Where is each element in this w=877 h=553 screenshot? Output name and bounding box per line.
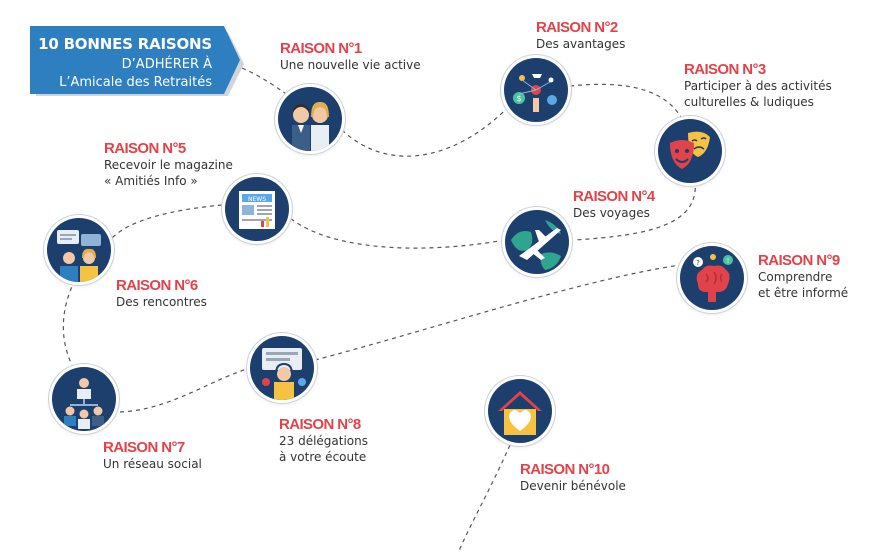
raison-7-label: RAISON N°7 Un réseau social	[103, 439, 202, 472]
raison-1-desc: Une nouvelle vie active	[280, 58, 421, 72]
raison-3-desc-line1: Participer à des activités	[684, 79, 832, 93]
raison-6-title: RAISON N°6	[116, 277, 198, 294]
raison-4-label: RAISON N°4 Des voyages	[573, 188, 655, 221]
svg-text:$: $	[516, 94, 521, 103]
banner-organization: L’Amicale des Retraités	[59, 75, 212, 90]
svg-text:NEWS: NEWS	[248, 196, 266, 203]
raison-1-label: RAISON N°1 Une nouvelle vie active	[280, 40, 421, 73]
raison-3-label: RAISON N°3 Participer à des activités cu…	[684, 61, 832, 110]
raison-7-desc: Un réseau social	[103, 457, 202, 471]
heart-house-icon	[488, 379, 552, 443]
brain-icon: ? !	[680, 246, 744, 310]
raison-7-title: RAISON N°7	[103, 439, 185, 456]
theater-masks-icon	[658, 119, 722, 183]
raison-10-title: RAISON N°10	[520, 461, 610, 478]
raison-10-desc: Devenir bénévole	[520, 479, 626, 493]
raison-2-desc: Des avantages	[536, 37, 626, 51]
raison-5-label: RAISON N°5 Recevoir le magazine « Amitié…	[104, 140, 233, 189]
raison-3-desc-line2: culturelles & ludiques	[684, 95, 814, 109]
people-icon	[278, 87, 342, 151]
banner-title: 10 BONNES RAISONS	[38, 35, 212, 53]
newspaper-icon: NEWS	[225, 177, 289, 241]
network-icon	[52, 367, 116, 431]
raison-9-desc-line2: et être informé	[758, 286, 849, 300]
raison-8-desc-line2: à votre écoute	[279, 450, 367, 464]
raison-9-title: RAISON N°9	[758, 252, 840, 269]
airplane-globe-icon	[505, 210, 569, 274]
banner-subtitle: D’ADHÉRER À	[121, 57, 212, 72]
title-banner: 10 BONNES RAISONS D’ADHÉRER À L’Amicale …	[30, 26, 244, 102]
raison-6-label: RAISON N°6 Des rencontres	[116, 277, 207, 310]
svg-text:!: !	[727, 257, 730, 265]
raison-8-title: RAISON N°8	[279, 416, 361, 433]
helpdesk-icon	[250, 336, 314, 400]
raison-9-desc-line1: Comprendre	[758, 270, 833, 284]
raison-3-title: RAISON N°3	[684, 61, 766, 78]
raison-10-label: RAISON N°10 Devenir bénévole	[520, 461, 626, 494]
raison-8-label: RAISON N°8 23 délégations à votre écoute	[279, 416, 368, 465]
raison-9-label: RAISON N°9 Comprendre et être informé	[758, 252, 848, 301]
raison-2-label: RAISON N°2 Des avantages	[536, 19, 625, 52]
svg-text:?: ?	[696, 259, 700, 267]
raison-5-desc-line1: Recevoir le magazine	[104, 158, 233, 172]
raison-1-title: RAISON N°1	[280, 40, 362, 57]
raison-4-desc: Des voyages	[573, 206, 650, 220]
raison-4-title: RAISON N°4	[573, 188, 655, 205]
raison-5-title: RAISON N°5	[104, 140, 186, 157]
raison-8-desc-line1: 23 délégations	[279, 434, 369, 448]
raison-2-title: RAISON N°2	[536, 19, 618, 36]
chat-people-icon	[47, 218, 111, 282]
raison-5-desc-line2: « Amitiés Info »	[104, 174, 198, 188]
advantages-icon: $	[504, 58, 568, 122]
raison-6-desc: Des rencontres	[116, 295, 207, 309]
